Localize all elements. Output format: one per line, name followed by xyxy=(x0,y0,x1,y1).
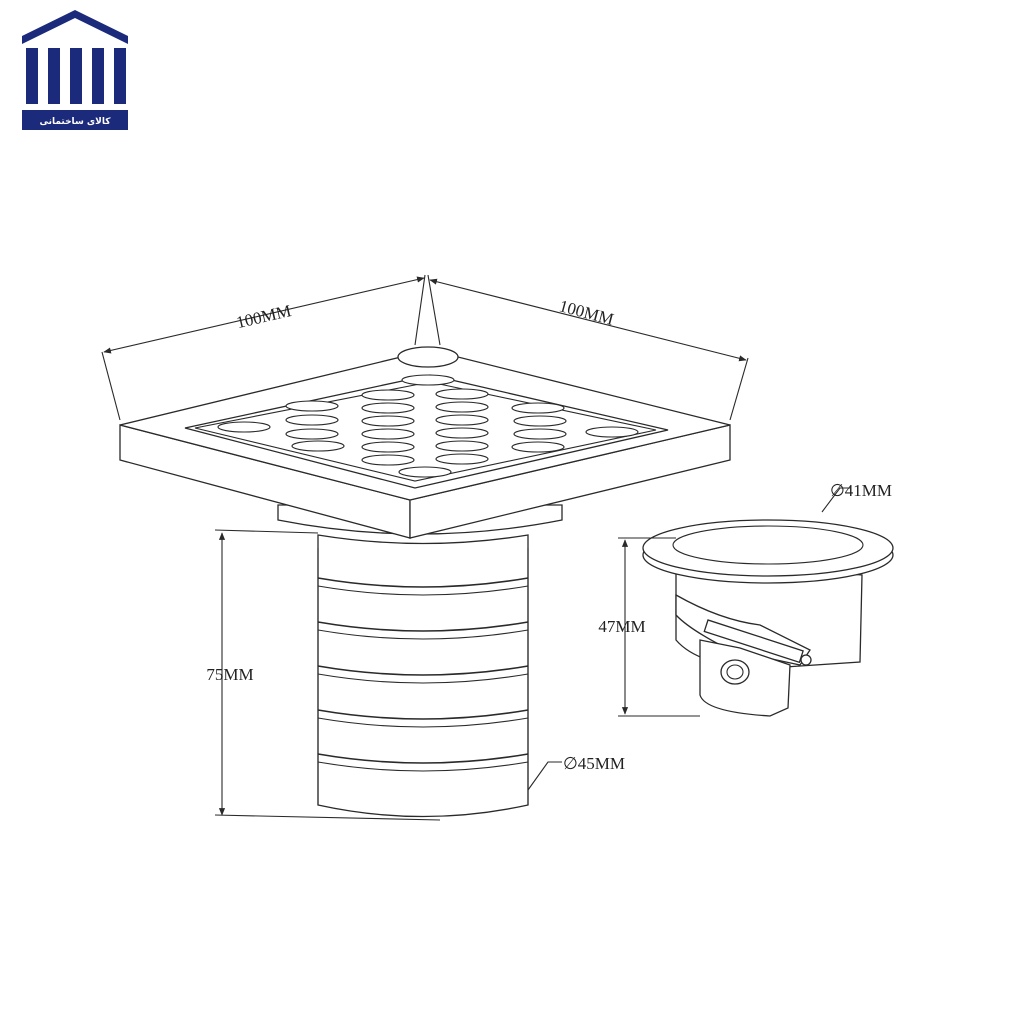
dim-label-insert-diameter: ∅41MM xyxy=(830,481,892,500)
drain-insert xyxy=(642,519,894,717)
logo-pillar-4 xyxy=(92,48,104,104)
grate-slots xyxy=(217,374,639,478)
logo-pillar-2 xyxy=(48,48,60,104)
drain-body xyxy=(277,504,563,818)
logo-tagline: کالای ساختمانی xyxy=(40,117,112,127)
dim-label-width-left: 100MM xyxy=(234,301,293,332)
dim-label-body-diameter: ∅45MM xyxy=(563,754,625,773)
dim-label-width-right: 100MM xyxy=(557,296,616,329)
dim-label-insert-height: 47MM xyxy=(598,617,645,636)
dim-label-body-height: 75MM xyxy=(206,665,253,684)
body-ribs xyxy=(317,577,529,772)
logo-pillar-5 xyxy=(114,48,126,104)
logo-pillar-3 xyxy=(70,48,82,104)
logo-pillar-1 xyxy=(26,48,38,104)
dimension-lines xyxy=(101,274,850,821)
brand-logo: کالای ساختمانی xyxy=(22,10,128,130)
logo-roof xyxy=(22,10,128,44)
logo-banner xyxy=(22,110,128,130)
